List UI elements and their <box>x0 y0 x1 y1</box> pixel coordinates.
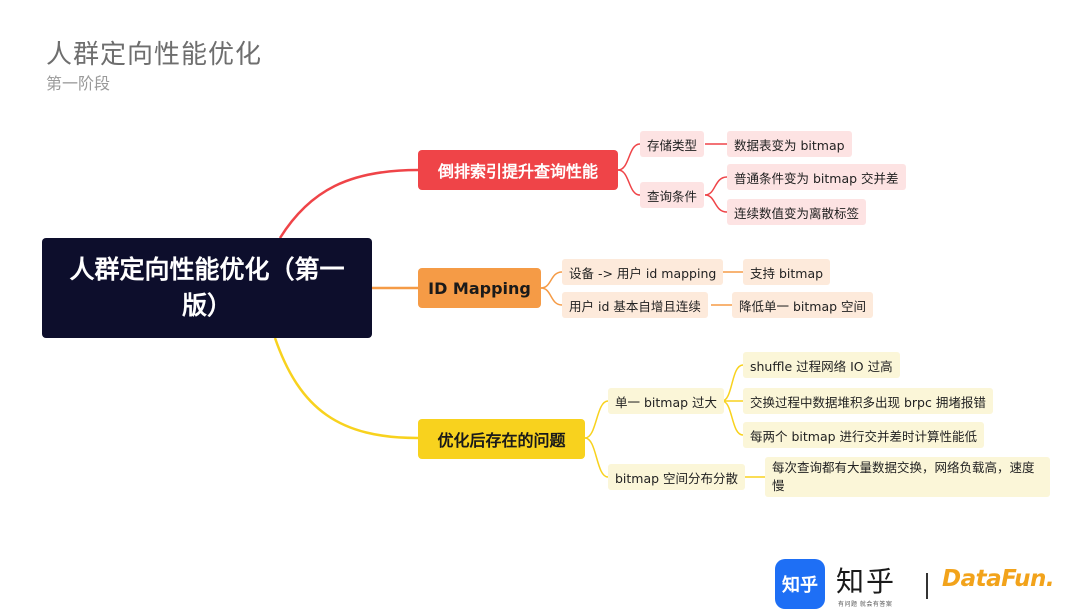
zhihu-logo-text: 知乎 <box>836 565 897 598</box>
link-orange-2 <box>540 287 563 306</box>
datafun-logo: DataFun. <box>942 566 1055 592</box>
leaf-condition-bitmap-ops[interactable]: 普通条件变为 bitmap 交并差 <box>727 164 906 190</box>
leaf-continuous-to-discrete[interactable]: 连续数值变为离散标签 <box>727 199 867 225</box>
leaf-support-bitmap[interactable]: 支持 bitmap <box>743 259 831 285</box>
node-bitmap-too-large[interactable]: 单一 bitmap 过大 <box>608 388 725 414</box>
leaf-compute-slow[interactable]: 每两个 bitmap 进行交并差时计算性能低 <box>743 422 985 448</box>
zhihu-slogan: 有问题 就会有答案 <box>838 601 893 608</box>
slide-title: 人群定向性能优化 <box>46 40 263 70</box>
link-orange-1 <box>540 271 563 289</box>
leaf-table-to-bitmap[interactable]: 数据表变为 bitmap <box>727 131 852 157</box>
branch-inverted-index[interactable]: 倒排索引提升查询性能 <box>418 150 618 190</box>
slide-subtitle: 第一阶段 <box>46 74 111 93</box>
link-red-2 <box>617 169 641 196</box>
link-red-1 <box>617 143 641 171</box>
link-yellow-1 <box>584 400 609 439</box>
root-node[interactable]: 人群定向性能优化（第一版） <box>42 238 372 338</box>
link-red-2b <box>704 194 728 213</box>
leaf-shuffle-io[interactable]: shuffle 过程网络 IO 过高 <box>743 352 900 378</box>
link-root-red <box>278 168 419 239</box>
node-bitmap-scattered[interactable]: bitmap 空间分布分散 <box>608 464 746 490</box>
link-yellow-1a <box>721 364 744 402</box>
logo-divider <box>926 573 928 599</box>
link-yellow-2 <box>584 437 609 478</box>
zhihu-logo-icon: 知乎 <box>775 559 825 609</box>
link-root-yellow <box>273 337 419 440</box>
node-storage-type[interactable]: 存储类型 <box>640 131 705 157</box>
leaf-brpc-congestion[interactable]: 交换过程中数据堆积多出现 brpc 拥堵报错 <box>743 388 993 414</box>
node-user-id-incremental[interactable]: 用户 id 基本自增且连续 <box>562 292 708 318</box>
branch-issues[interactable]: 优化后存在的问题 <box>418 419 585 459</box>
link-red-2a <box>704 176 728 196</box>
node-query-condition[interactable]: 查询条件 <box>640 182 705 208</box>
branch-id-mapping[interactable]: ID Mapping <box>418 268 541 308</box>
leaf-network-load[interactable]: 每次查询都有大量数据交换，网络负载高，速度慢 <box>765 457 1050 497</box>
node-device-user-mapping[interactable]: 设备 -> 用户 id mapping <box>562 259 724 285</box>
leaf-reduce-bitmap-space[interactable]: 降低单一 bitmap 空间 <box>732 292 874 318</box>
link-yellow-1c <box>721 400 744 436</box>
